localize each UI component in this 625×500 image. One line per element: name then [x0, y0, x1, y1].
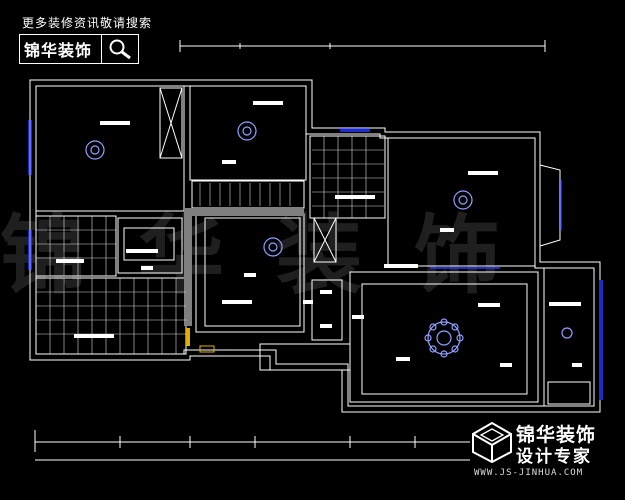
room-balcony	[543, 267, 595, 407]
room-hall	[349, 271, 539, 403]
company-logo: 锦华装饰 设计专家 WWW.JS-JINHUA.COM	[470, 418, 610, 488]
room-bedroom-1	[35, 85, 185, 212]
logo-line2: 设计专家	[516, 447, 592, 467]
logo-url[interactable]: WWW.JS-JINHUA.COM	[474, 468, 584, 478]
room-kitchen	[35, 215, 117, 277]
logo-line1: 锦华装饰	[516, 424, 597, 446]
header-note: 更多装修资讯敬请搜索	[22, 16, 153, 30]
cube-logo-icon	[472, 421, 512, 464]
brand-name: 锦华装饰	[24, 41, 93, 60]
magnifier-icon[interactable]	[101, 35, 138, 63]
room-master-bedroom	[387, 137, 536, 267]
outer-wall	[29, 79, 601, 413]
room-bathroom-1	[309, 135, 386, 219]
room-dining	[35, 277, 187, 355]
room-bedroom-2	[189, 85, 307, 181]
brand-box: 锦华装饰	[19, 34, 139, 64]
